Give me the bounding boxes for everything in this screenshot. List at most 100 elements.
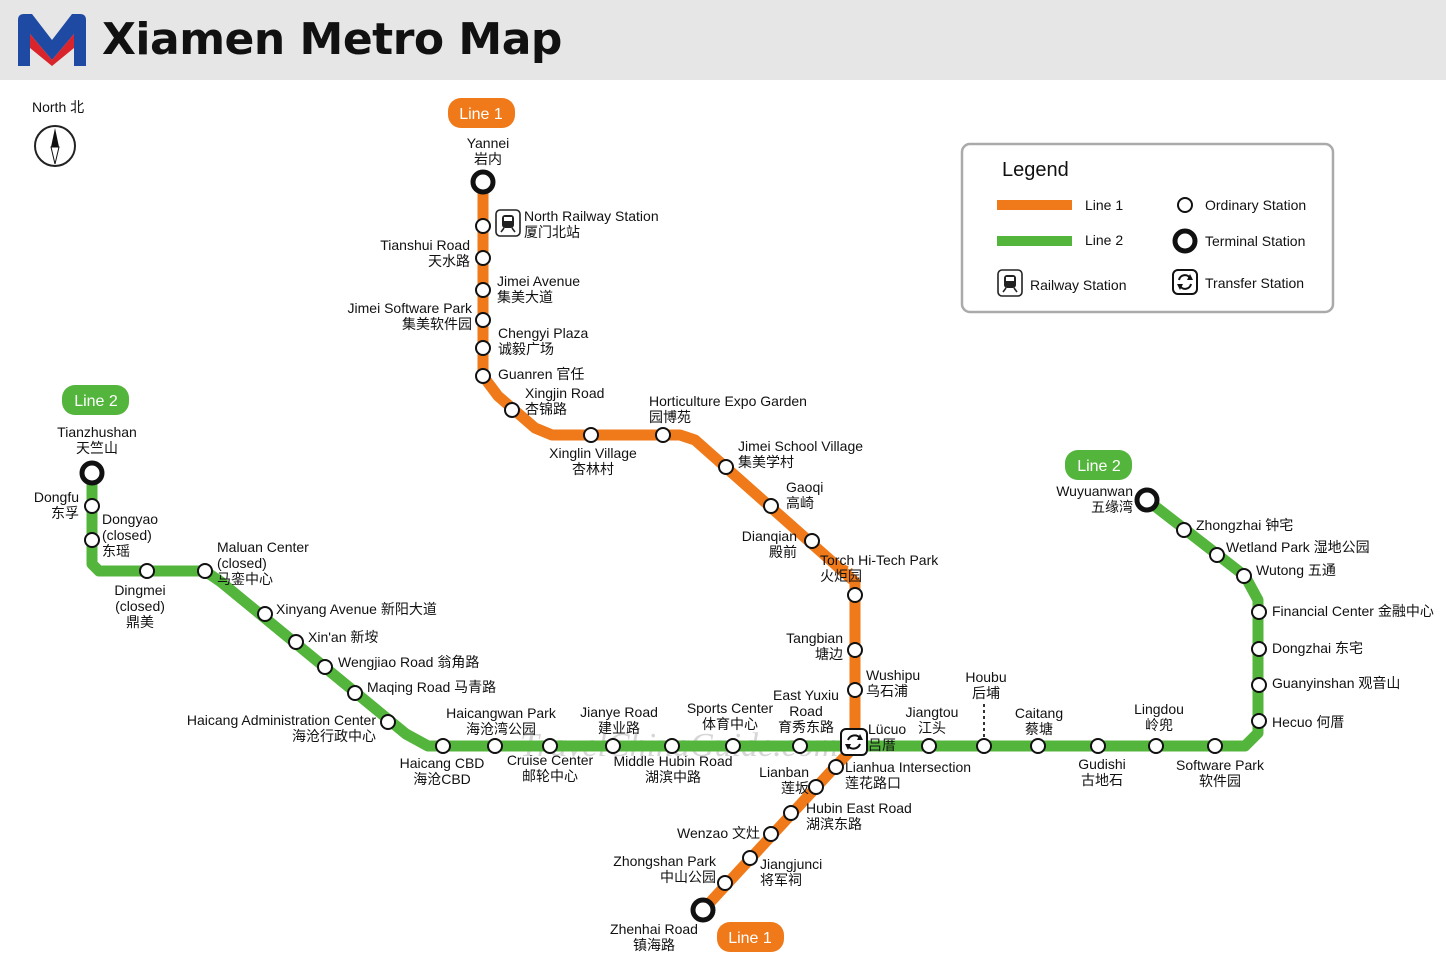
station-label-line: (closed) xyxy=(102,527,152,543)
station-dongfu[interactable] xyxy=(84,498,100,514)
legend-line-2-swatch xyxy=(997,236,1072,246)
station-jimei_school[interactable] xyxy=(718,459,734,475)
svg-text:Line 2: Line 2 xyxy=(1077,458,1121,475)
station-label-line: Software Park xyxy=(1176,757,1265,773)
station-haicang_admin[interactable] xyxy=(380,714,396,730)
station-label-line: 诚毅广场 xyxy=(498,341,554,357)
station-dingmei[interactable] xyxy=(139,563,155,579)
station-wenzao[interactable] xyxy=(763,826,779,842)
station-xinglin[interactable] xyxy=(583,427,599,443)
station-label-line: 中山公园 xyxy=(660,869,716,885)
station-guanyinshan[interactable] xyxy=(1251,677,1267,693)
station-east_yuxiu[interactable] xyxy=(792,738,808,754)
station-dongzhai[interactable] xyxy=(1251,641,1267,657)
station-houbu[interactable] xyxy=(976,738,992,754)
line-1-badge-top: Line 1 xyxy=(448,98,515,128)
station-label-line: 育秀东路 xyxy=(778,719,834,735)
station-label-line: 湖滨东路 xyxy=(806,816,862,832)
legend-title: Legend xyxy=(1002,159,1069,181)
station-jimei_sw[interactable] xyxy=(475,312,491,328)
station-maqing[interactable] xyxy=(347,685,363,701)
station-lingdou[interactable] xyxy=(1148,738,1164,754)
station-gudishi[interactable] xyxy=(1090,738,1106,754)
station-label-line: Dongyao xyxy=(102,511,158,527)
compass-north-icon xyxy=(34,125,76,167)
station-middle_hubin[interactable] xyxy=(664,738,680,754)
station-lianban[interactable] xyxy=(808,779,824,795)
station-label-line: Cruise Center xyxy=(507,752,594,768)
station-caitang[interactable] xyxy=(1030,738,1046,754)
station-label-line: Maluan Center xyxy=(217,539,309,555)
station-wutong[interactable] xyxy=(1236,568,1252,584)
terminal-station-tianzhushan[interactable] xyxy=(79,460,105,486)
station-label-line: 建业路 xyxy=(598,720,640,736)
station-guanren[interactable] xyxy=(475,368,491,384)
station-label-line: Caitang xyxy=(1015,705,1063,721)
station-horti[interactable] xyxy=(655,427,671,443)
station-label-line: Houbu xyxy=(965,669,1006,685)
svg-text:Line 1: Line 1 xyxy=(728,930,772,947)
station-label-financial: Financial Center 金融中心 xyxy=(1272,603,1434,619)
station-hecuo[interactable] xyxy=(1251,713,1267,729)
station-label-line: Haicang Administration Center xyxy=(187,712,376,728)
station-jiangtou[interactable] xyxy=(921,738,937,754)
station-chengyi[interactable] xyxy=(475,340,491,356)
station-zhongshan[interactable] xyxy=(717,875,733,891)
station-label-line: (closed) xyxy=(217,555,267,571)
station-label-line: 集美软件园 xyxy=(402,316,472,332)
station-maluan[interactable] xyxy=(197,563,213,579)
station-lianhua[interactable] xyxy=(828,759,844,775)
station-cruise[interactable] xyxy=(542,738,558,754)
station-tangbian[interactable] xyxy=(847,642,863,658)
station-sports[interactable] xyxy=(725,738,741,754)
station-label-line: 集美大道 xyxy=(497,289,553,305)
station-jimei_ave[interactable] xyxy=(475,282,491,298)
station-haicangwan[interactable] xyxy=(487,738,503,754)
station-wengjiao[interactable] xyxy=(317,659,333,675)
legend-line-1-label: Line 1 xyxy=(1085,197,1123,213)
station-label-line: 杏林村 xyxy=(572,461,614,477)
station-jiangjunci[interactable] xyxy=(742,850,758,866)
station-haicang_cbd[interactable] xyxy=(435,738,451,754)
station-gaoqi[interactable] xyxy=(763,498,779,514)
station-tianshui[interactable] xyxy=(475,250,491,266)
station-zhongzhai[interactable] xyxy=(1176,522,1192,538)
station-dongyao[interactable] xyxy=(84,532,100,548)
station-label-xinan: Xin'an 新垵 xyxy=(308,629,378,645)
station-software_park[interactable] xyxy=(1207,738,1223,754)
line-2-badge-west: Line 2 xyxy=(62,385,129,415)
station-wushipu[interactable] xyxy=(847,682,863,698)
station-financial[interactable] xyxy=(1251,604,1267,620)
station-jianye[interactable] xyxy=(605,738,621,754)
station-label-wengjiao: Wengjiao Road 翁角路 xyxy=(338,654,479,670)
station-label-line: Wushipu xyxy=(866,667,920,683)
terminal-station-wuyuanwan[interactable] xyxy=(1134,487,1160,513)
station-torch[interactable] xyxy=(847,587,863,603)
station-label-line: Jiangtou xyxy=(906,704,959,720)
terminal-station-zhenhai[interactable] xyxy=(690,897,716,923)
station-wetland[interactable] xyxy=(1209,547,1225,563)
terminal-station-yannei[interactable] xyxy=(470,169,496,195)
station-label-line: Gaoqi xyxy=(786,479,823,495)
station-xinan[interactable] xyxy=(288,634,304,650)
legend-box: Legend Line 1 Line 2 Railway Station Ord… xyxy=(960,142,1335,314)
station-dianqian[interactable] xyxy=(804,533,820,549)
station-hubin_east[interactable] xyxy=(783,805,799,821)
legend-ordinary-label: Ordinary Station xyxy=(1205,197,1306,213)
station-label-line: 莲花路口 xyxy=(845,775,901,791)
station-label-line: Horticulture Expo Garden xyxy=(649,393,807,409)
station-label-line: Wuyuanwan xyxy=(1056,483,1133,499)
station-north_railway[interactable] xyxy=(475,218,491,234)
station-xinyang[interactable] xyxy=(257,606,273,622)
station-xingjin[interactable] xyxy=(504,402,520,418)
station-label-line: Jianye Road xyxy=(580,704,658,720)
